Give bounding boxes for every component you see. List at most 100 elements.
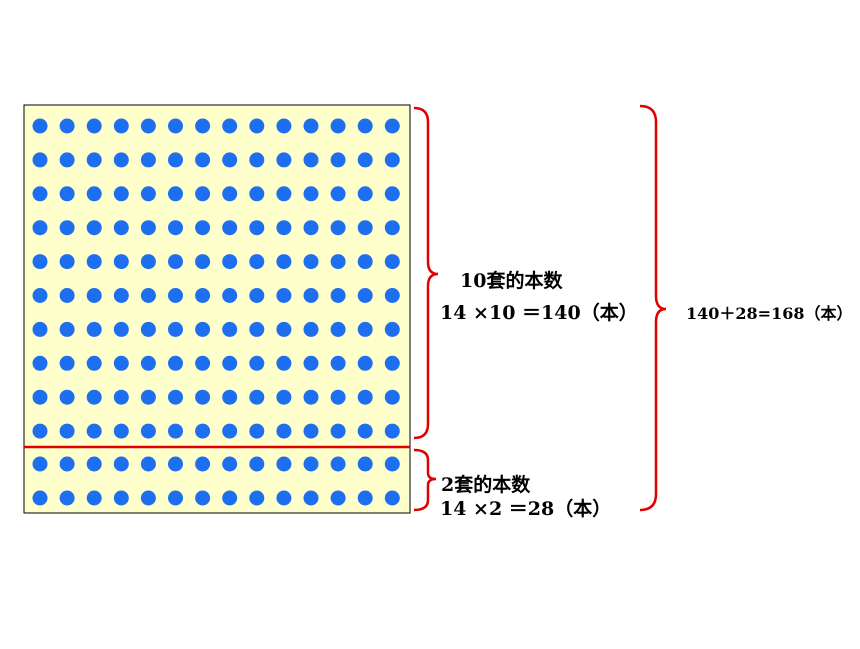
dot-top-group — [249, 118, 265, 134]
dot-top-group — [303, 118, 319, 134]
dot-bottom-group — [330, 490, 346, 506]
dot-top-group — [249, 254, 265, 270]
dot-top-group — [249, 186, 265, 202]
dot-top-group — [113, 389, 129, 405]
dot-bottom-group — [59, 456, 75, 472]
dot-top-group — [86, 389, 102, 405]
dot-top-group — [140, 355, 156, 371]
dot-top-group — [330, 220, 346, 236]
top-group-title: 10套的本数 — [460, 270, 563, 292]
dot-top-group — [276, 288, 292, 303]
dot-top-group — [86, 321, 102, 337]
dot-top-group — [195, 152, 211, 168]
dot-top-group — [222, 152, 238, 168]
brace-bottom-two-sets — [413, 448, 437, 512]
dot-top-group — [32, 220, 48, 236]
dot-top-group — [384, 389, 400, 405]
dot-top-group — [86, 152, 102, 168]
dot-top-group — [303, 389, 319, 405]
dot-top-group — [32, 321, 48, 337]
dot-top-group — [113, 423, 129, 439]
dot-bottom-group — [168, 490, 183, 506]
dot-top-group — [384, 186, 400, 202]
dot-top-group — [222, 118, 238, 134]
dot-top-group — [113, 355, 129, 371]
dot-top-group — [195, 389, 211, 405]
dot-top-group — [113, 288, 129, 303]
dot-top-group — [168, 423, 183, 439]
dot-top-group — [330, 254, 346, 270]
dot-bottom-group — [384, 490, 400, 506]
bottom-group-equation: 14 ×2 ＝28（本） — [440, 498, 612, 520]
dot-top-group — [330, 389, 346, 405]
dot-top-group — [276, 118, 292, 134]
dot-top-group — [357, 186, 373, 202]
dot-bottom-group — [168, 456, 183, 472]
dot-top-group — [249, 220, 265, 236]
dot-top-group — [222, 389, 238, 405]
dot-top-group — [32, 152, 48, 168]
dot-top-group — [357, 355, 373, 371]
dot-top-group — [168, 288, 183, 303]
dot-top-group — [384, 321, 400, 337]
dot-top-group — [330, 423, 346, 439]
dot-top-group — [168, 254, 183, 270]
dot-top-group — [168, 220, 183, 236]
dot-top-group — [140, 288, 156, 303]
dot-top-group — [195, 254, 211, 270]
dot-top-group — [276, 321, 292, 337]
dot-bottom-group — [195, 456, 211, 472]
dot-top-group — [59, 186, 75, 202]
dot-top-group — [276, 186, 292, 202]
brace-total — [639, 104, 667, 512]
dot-top-group — [59, 118, 75, 134]
dot-bottom-group — [249, 490, 265, 506]
dot-top-group — [357, 152, 373, 168]
dot-top-group — [222, 355, 238, 371]
dot-top-group — [168, 389, 183, 405]
dot-top-group — [140, 423, 156, 439]
dot-top-group — [59, 321, 75, 337]
dot-bottom-group — [32, 456, 48, 472]
dot-top-group — [59, 423, 75, 439]
dot-top-group — [59, 220, 75, 236]
dot-top-group — [32, 254, 48, 270]
dot-top-group — [222, 321, 238, 337]
dot-top-group — [86, 355, 102, 371]
dot-top-group — [384, 288, 400, 303]
dot-bottom-group — [140, 456, 156, 472]
dot-bottom-group — [303, 490, 319, 506]
dot-bottom-group — [86, 456, 102, 472]
dot-top-group — [384, 220, 400, 236]
dot-top-group — [303, 254, 319, 270]
dot-top-group — [140, 220, 156, 236]
dot-top-group — [330, 288, 346, 303]
dot-top-group — [276, 152, 292, 168]
dot-top-group — [276, 355, 292, 371]
dot-bottom-group — [140, 490, 156, 506]
dot-top-group — [113, 254, 129, 270]
dot-top-group — [195, 321, 211, 337]
dot-bottom-group — [222, 490, 238, 506]
dot-top-group — [140, 186, 156, 202]
dot-top-group — [113, 118, 129, 134]
dot-top-group — [249, 321, 265, 337]
dot-top-group — [249, 152, 265, 168]
dot-top-group — [303, 186, 319, 202]
dot-top-group — [86, 186, 102, 202]
dot-top-group — [330, 321, 346, 337]
dot-top-group — [86, 288, 102, 303]
dot-top-group — [32, 389, 48, 405]
dot-bottom-group — [276, 456, 292, 472]
dot-top-group — [330, 186, 346, 202]
dot-top-group — [276, 254, 292, 270]
dot-top-group — [59, 355, 75, 371]
dot-top-group — [249, 423, 265, 439]
dot-top-group — [330, 118, 346, 134]
dot-top-group — [222, 288, 238, 303]
dot-bottom-group — [32, 490, 48, 506]
bottom-group-title: 2套的本数 — [441, 474, 531, 496]
dot-top-group — [113, 186, 129, 202]
dot-top-group — [59, 288, 75, 303]
